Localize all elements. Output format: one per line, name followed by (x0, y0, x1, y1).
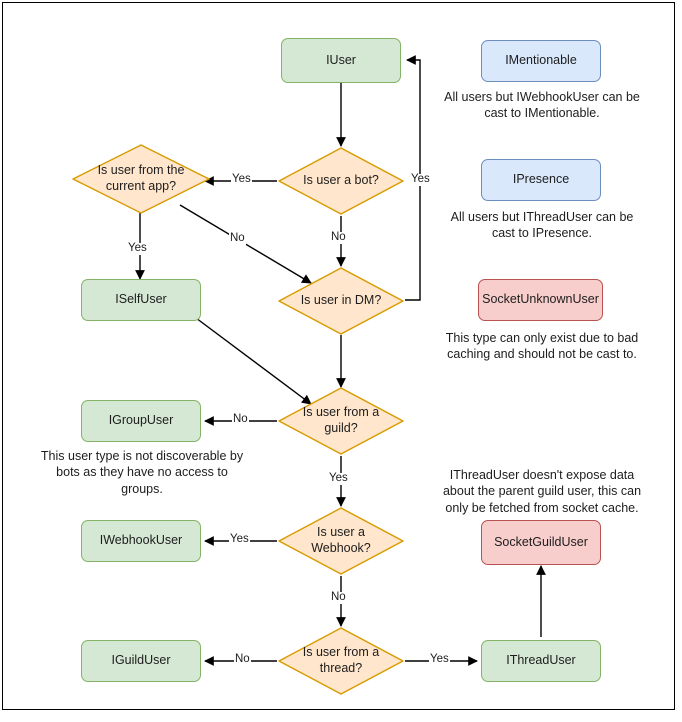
node-ithreaduser-label: IThreadUser (506, 653, 576, 668)
node-iuser-label: IUser (326, 52, 356, 67)
node-imentionable[interactable]: IMentionable (481, 40, 601, 82)
decision-from-guild[interactable]: Is user from a guild? (277, 386, 405, 456)
edge-label-guild-yes: Yes (328, 472, 349, 485)
edge-label-webhook-no: No (330, 591, 347, 604)
node-socketunknownuser-label: SocketUnknownUser (482, 292, 599, 307)
edge-label-app-yes: Yes (127, 242, 148, 255)
node-ipresence[interactable]: IPresence (481, 159, 601, 201)
node-iselfuser-label: ISelfUser (115, 292, 167, 307)
decision-from-current-app[interactable]: Is user from the current app? (71, 143, 211, 215)
note-ipresence: All users but IThreadUser can be cast to… (450, 210, 634, 241)
edge-label-app-no: No (229, 232, 246, 245)
node-iwebhookuser[interactable]: IWebhookUser (81, 520, 201, 562)
node-igroupuser-label: IGroupUser (108, 413, 174, 428)
note-ithreaduser: IThreadUser doesn't expose data about th… (442, 468, 642, 515)
node-socketguilduser-label: SocketGuildUser (494, 534, 588, 549)
decision-is-user-a-bot[interactable]: Is user a bot? (277, 146, 405, 216)
edge-label-thread-no: No (234, 653, 251, 666)
node-socketguilduser[interactable]: SocketGuildUser (481, 520, 601, 565)
note-socketunknownuser: This type can only exist due to bad cach… (445, 331, 639, 362)
note-igroupuser: This user type is not discoverable by bo… (40, 449, 244, 496)
edge-label-webhook-yes: Yes (229, 533, 250, 546)
node-ipresence-label: IPresence (512, 172, 570, 187)
node-imentionable-label: IMentionable (505, 53, 577, 68)
node-iwebhookuser-label: IWebhookUser (99, 533, 183, 548)
node-igroupuser[interactable]: IGroupUser (81, 400, 201, 442)
node-socketunknownuser[interactable]: SocketUnknownUser (478, 279, 603, 321)
edge-label-thread-yes: Yes (429, 653, 450, 666)
node-iuser[interactable]: IUser (281, 38, 401, 83)
node-iguilduser[interactable]: IGuildUser (81, 640, 201, 682)
decision-from-thread[interactable]: Is user from a thread? (277, 626, 405, 696)
node-ithreaduser[interactable]: IThreadUser (481, 640, 601, 682)
edge-label-bot-yes: Yes (231, 173, 252, 186)
edge-iselfuser-to-fromguild (195, 317, 312, 405)
node-iguilduser-label: IGuildUser (111, 653, 171, 668)
node-iselfuser[interactable]: ISelfUser (81, 279, 201, 321)
edge-label-guild-no: No (232, 413, 249, 426)
edge-label-dm-yes: Yes (410, 173, 431, 186)
note-imentionable: All users but IWebhookUser can be cast t… (444, 90, 640, 121)
decision-is-webhook[interactable]: Is user a Webhook? (277, 506, 405, 576)
decision-is-user-in-dm[interactable]: Is user in DM? (277, 266, 405, 336)
edge-label-bot-no: No (330, 231, 347, 244)
